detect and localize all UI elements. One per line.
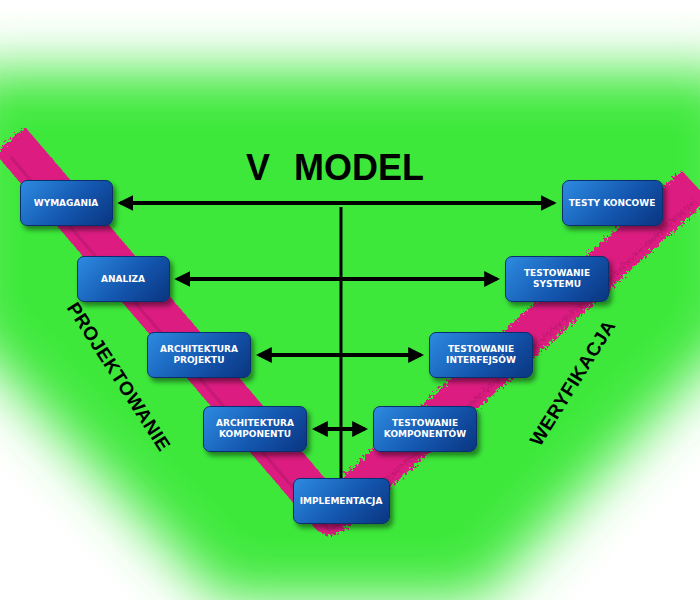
v-band-edge — [10, 156, 695, 531]
process-box: TESTY KONCOWE — [562, 180, 663, 226]
box-label: TESTOWANIE SYSTEMU — [512, 268, 602, 290]
process-box: ARCHITEKTURA KOMPONENTU — [203, 406, 307, 452]
process-box: ANALIZA — [77, 256, 170, 302]
box-label: ANALIZA — [101, 274, 145, 285]
process-box: IMPLEMENTACJA — [293, 478, 390, 524]
process-box: ARCHITEKTURA PROJEKTU — [147, 332, 251, 378]
box-label: TESTOWANIE KOMPONENTÓW — [380, 418, 470, 440]
box-label: TESTY KONCOWE — [569, 198, 656, 209]
double-arrow — [315, 427, 365, 431]
axis-line — [340, 207, 343, 478]
box-label: IMPLEMENTACJA — [300, 496, 383, 507]
box-label: ARCHITEKTURA KOMPONENTU — [210, 418, 300, 440]
box-label: WYMAGANIA — [34, 198, 99, 209]
double-arrow — [121, 201, 554, 205]
box-label: ARCHITEKTURA PROJEKTU — [154, 344, 244, 366]
v-band — [10, 140, 695, 515]
double-arrow — [178, 277, 498, 281]
box-label: TESTOWANIE INTERFEJSÓW — [436, 344, 526, 366]
process-box: TESTOWANIE SYSTEMU — [505, 256, 609, 302]
green-glow — [0, 70, 700, 600]
diagram-title: V MODEL — [246, 147, 424, 189]
double-arrow — [259, 353, 421, 357]
process-box: TESTOWANIE KOMPONENTÓW — [373, 406, 477, 452]
process-box: WYMAGANIA — [20, 180, 113, 226]
process-box: TESTOWANIE INTERFEJSÓW — [429, 332, 533, 378]
